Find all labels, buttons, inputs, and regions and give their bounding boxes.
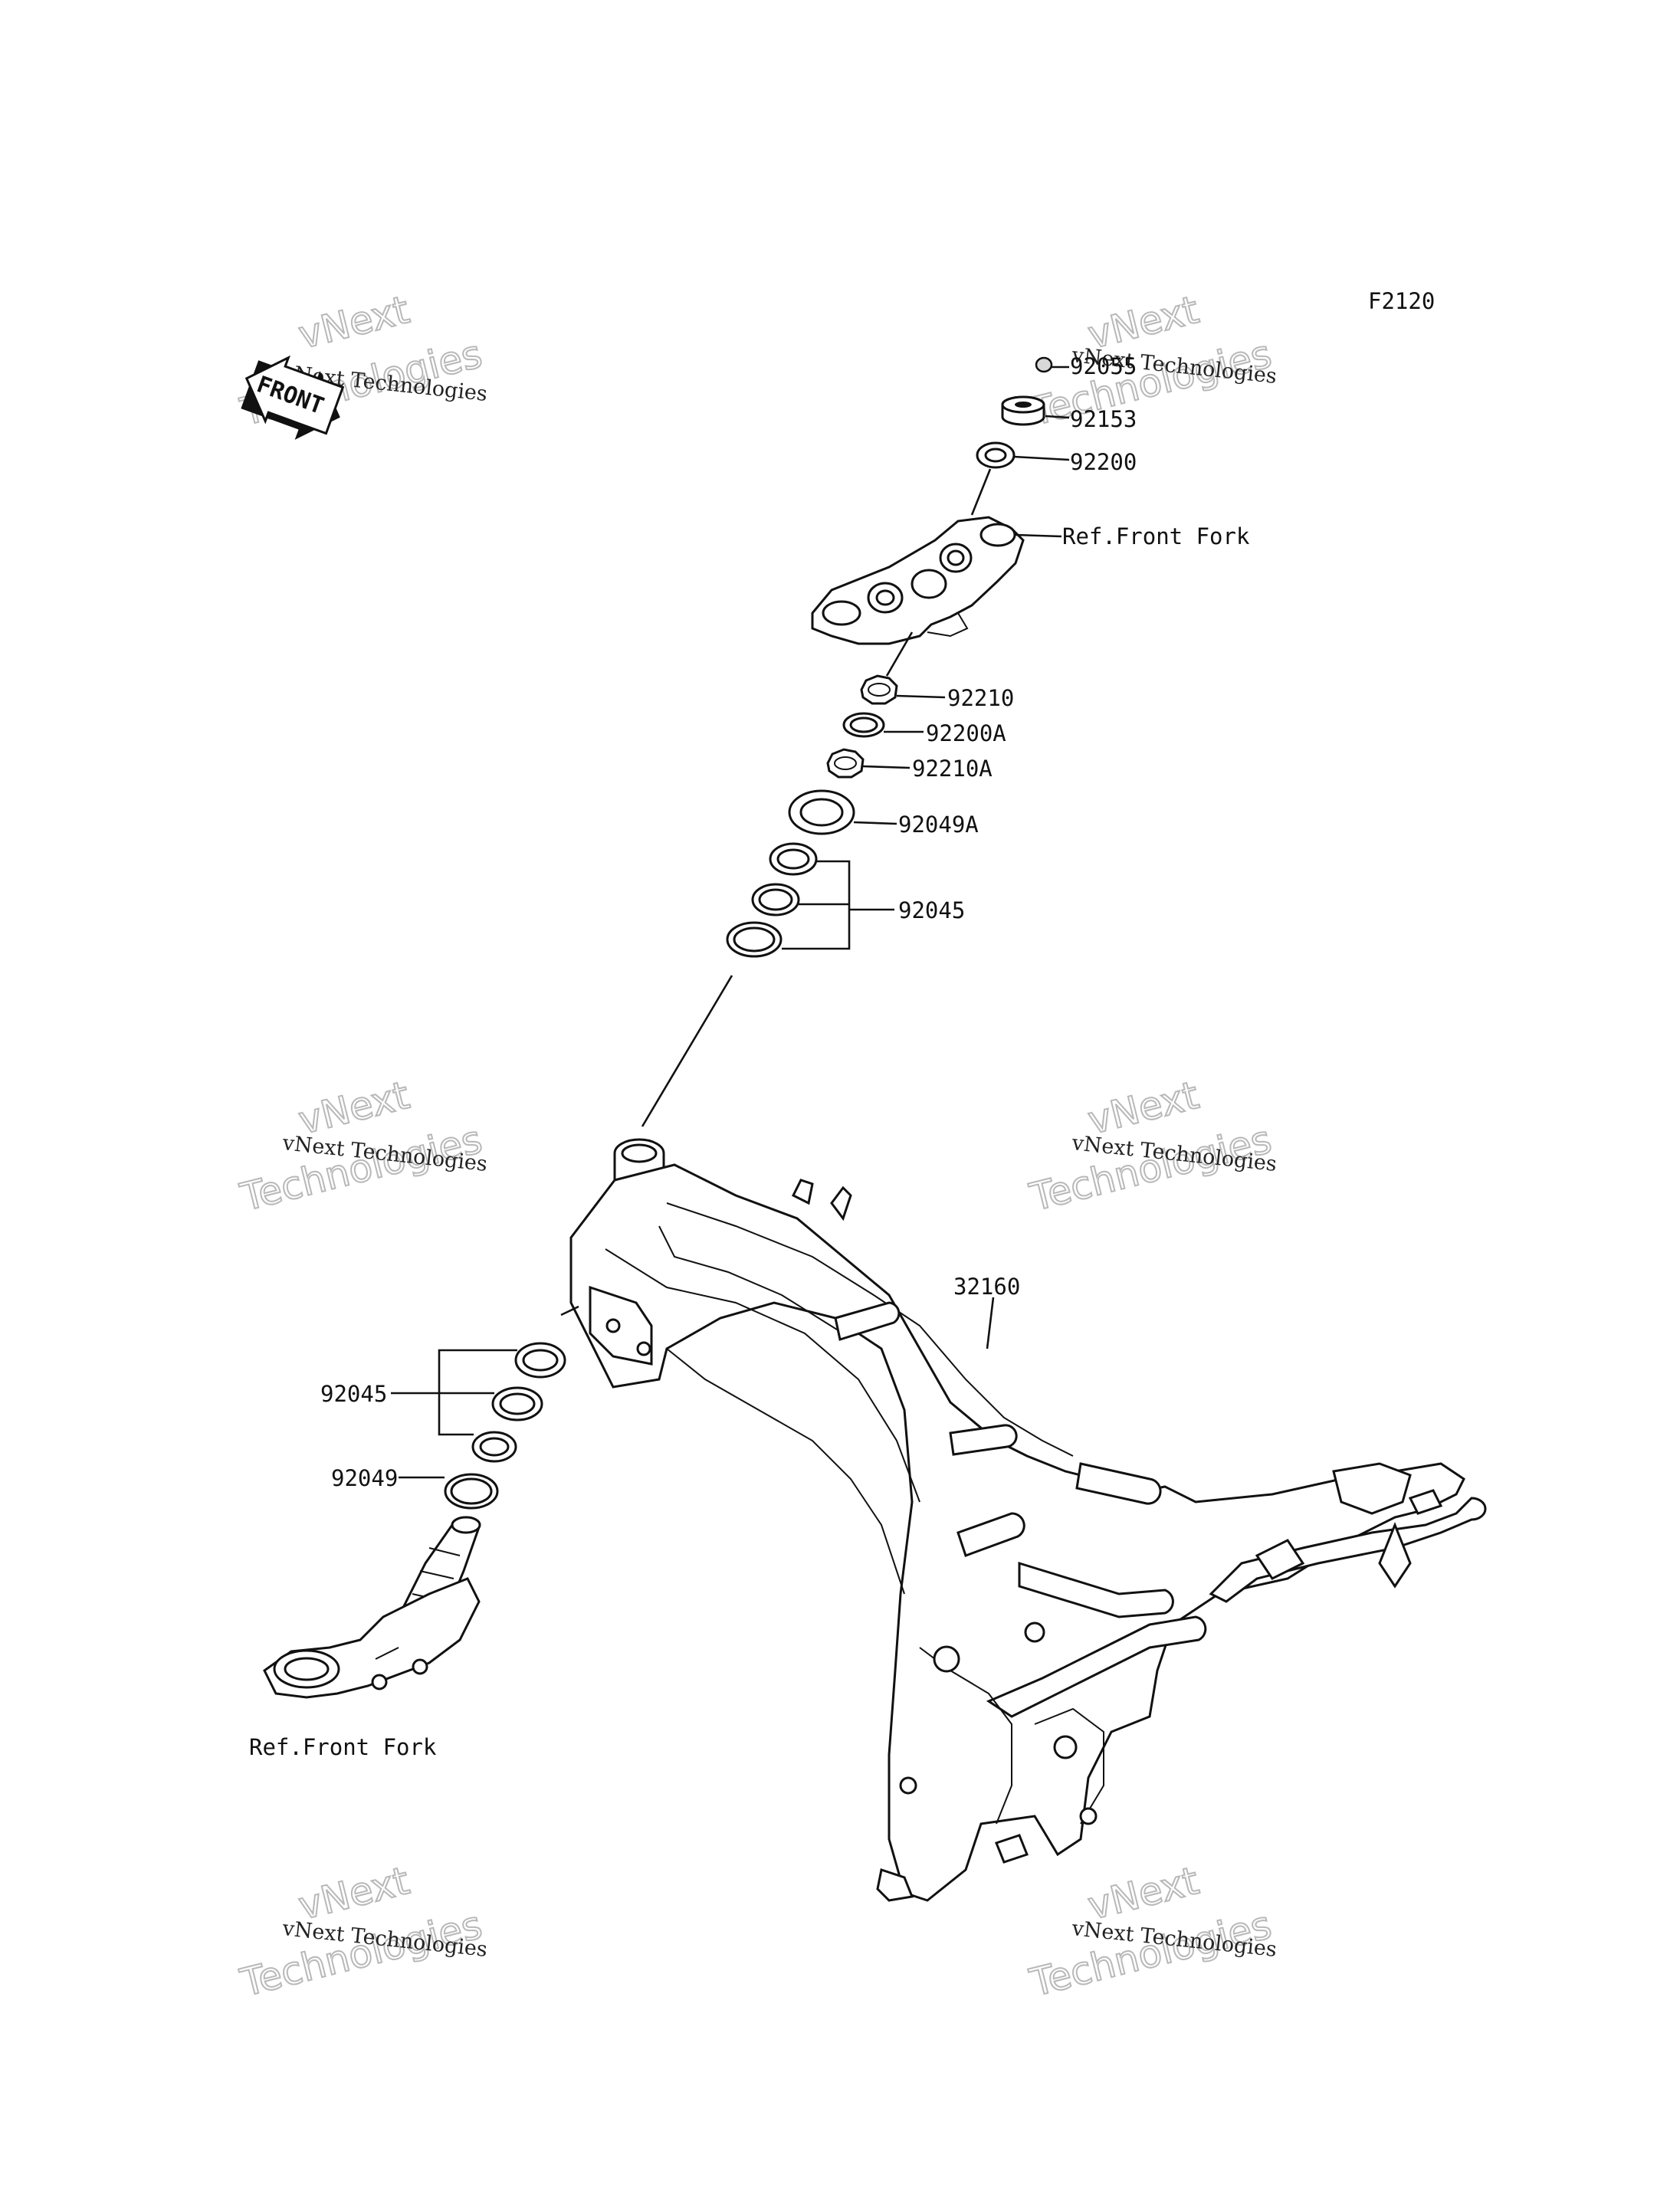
- part-92049: [444, 1473, 499, 1510]
- watermark-bottom-left: vNext Technologies vNext Technologies: [235, 1858, 488, 2006]
- watermark-vnext: vNext: [294, 287, 414, 358]
- callout-92049A: 92049A: [898, 812, 979, 838]
- watermark-vnext: vNext: [294, 1858, 414, 1929]
- part-92045-upper: [726, 842, 818, 958]
- callout-ref-front-fork-lower: Ref.Front Fork: [249, 1734, 437, 1760]
- watermark-vnext: vNext: [1084, 1858, 1203, 1929]
- callout-92200A: 92200A: [926, 720, 1006, 746]
- part-92210: [860, 674, 898, 705]
- figure-code: F2120: [1368, 288, 1435, 314]
- watermark-mid-left: vNext Technologies vNext Technologies: [235, 1072, 488, 1221]
- watermark-top-right: vNext Technologies vNext Technologies: [1025, 287, 1278, 435]
- part-92200: [976, 441, 1016, 469]
- callout-92055: 92055: [1070, 353, 1137, 379]
- callout-92200: 92200: [1070, 449, 1137, 475]
- callout-92045-lower: 92045: [320, 1381, 387, 1407]
- callout-92049: 92049: [331, 1465, 398, 1491]
- part-92200A: [842, 712, 885, 738]
- watermark-vnext: vNext: [294, 1073, 414, 1143]
- front-arrow-icon: FRONT: [241, 355, 345, 440]
- part-92055: [1035, 356, 1053, 373]
- callout-ref-front-fork-upper: Ref.Front Fork: [1062, 523, 1250, 549]
- part-92045-lower: [471, 1342, 566, 1463]
- frame-32160: [569, 1138, 1487, 1902]
- callout-92210: 92210: [947, 685, 1014, 711]
- callout-92045-upper: 92045: [898, 897, 965, 923]
- watermark-vnext: vNext: [1084, 1073, 1203, 1143]
- part-92210A: [826, 748, 865, 779]
- part-92049A: [788, 789, 855, 835]
- lower-triple-clamp: [263, 1516, 481, 1699]
- watermark-bottom-right: vNext Technologies vNext Technologies: [1025, 1858, 1278, 2006]
- callout-92210A: 92210A: [912, 756, 993, 782]
- watermark-mid-right: vNext Technologies vNext Technologies: [1025, 1072, 1278, 1221]
- callout-32160: 32160: [953, 1274, 1020, 1300]
- callout-92153: 92153: [1070, 406, 1137, 432]
- leader-lines-lower: [391, 1297, 995, 1479]
- upper-triple-clamp: [811, 516, 1025, 645]
- part-92153: [1001, 395, 1045, 426]
- leader-lines-upper: [641, 366, 1070, 1127]
